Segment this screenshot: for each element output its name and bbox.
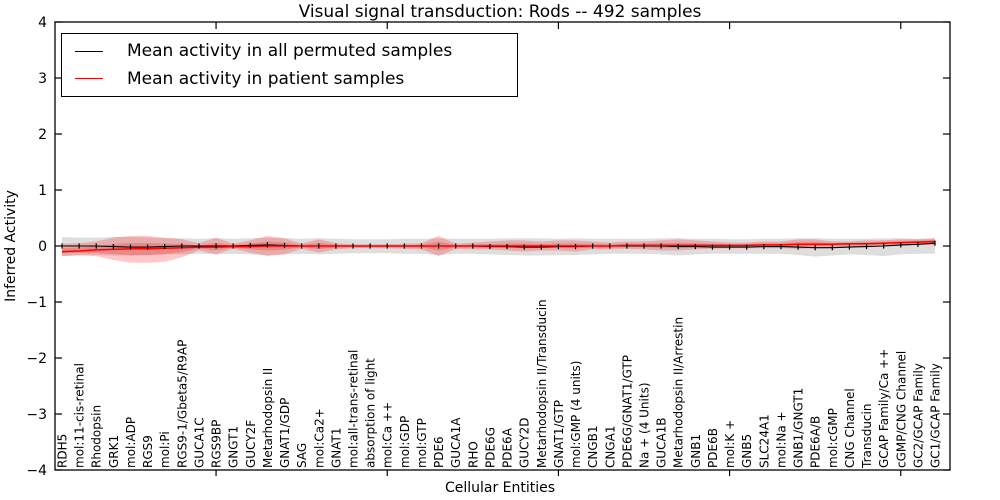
x-category-label: GC2/GCAP Family — [911, 363, 925, 468]
y-tick-label: −4 — [26, 463, 47, 479]
x-category-label: absorption of light — [364, 358, 378, 468]
x-category-label: Metarhodopsin II/Arrestin — [672, 317, 686, 468]
x-category-label: mol:ADP — [124, 417, 138, 468]
x-category-label: GNAT1/GTP — [552, 400, 566, 468]
y-tick-label: −3 — [26, 407, 47, 423]
x-category-label: SAG — [295, 443, 309, 468]
patient-band-outer — [62, 235, 935, 263]
x-category-label: GNB1 — [689, 434, 703, 468]
x-category-label: GNGT1 — [227, 426, 241, 468]
patient-line-swatch — [75, 78, 103, 80]
x-category-label: CNGB1 — [586, 425, 600, 468]
x-category-label: Metarhodopsin II/Transducin — [535, 299, 549, 468]
x-category-label: RGS9BP — [210, 420, 224, 468]
x-category-label: PDE6B — [706, 428, 720, 468]
x-category-label: mol:11-cis-retinal — [73, 363, 87, 468]
x-category-label: mol:cGMP — [826, 408, 840, 468]
x-category-label: PDE6G — [483, 427, 497, 468]
x-category-label: CNGA1 — [603, 426, 617, 469]
x-category-label: mol:all-trans-retinal — [347, 350, 361, 468]
x-category-label: GUCA1B — [655, 417, 669, 468]
x-category-label: RGS9-1/Gbeta5/R9AP — [175, 340, 189, 468]
x-category-label: GUCA1A — [449, 417, 463, 468]
x-category-label: GUCY2F — [244, 420, 258, 468]
x-category-label: mol:Pi — [158, 431, 172, 468]
legend-label: Mean activity in patient samples — [127, 68, 405, 89]
x-category-label: mol:Ca ++ — [381, 402, 395, 468]
x-category-label: Na + (4 Units) — [638, 382, 652, 468]
x-category-label: mol:Na + — [774, 411, 788, 468]
x-category-label: Rhodopsin — [90, 405, 104, 468]
x-category-label: mol:K + — [723, 420, 737, 468]
patient-band-inner — [62, 240, 935, 256]
x-category-label: SLC24A1 — [757, 414, 771, 468]
x-category-label: GNB1/GNGT1 — [792, 388, 806, 468]
y-tick-label: 2 — [38, 127, 47, 143]
x-category-label: CNG Channel — [843, 388, 857, 468]
x-category-label: GNB5 — [740, 434, 754, 468]
x-category-label: cGMP/CNG Channel — [894, 351, 908, 468]
x-axis-label: Cellular Entities — [445, 480, 555, 496]
x-category-label: GRK1 — [107, 435, 121, 468]
patient-mean-line — [61, 240, 936, 253]
x-category-label: Transducin — [860, 404, 874, 469]
x-category-label: GC1/GCAP Family — [929, 363, 943, 468]
x-category-label: GNAT1/GDP — [278, 398, 292, 468]
x-category-label: PDE6 — [432, 436, 446, 468]
legend-item-permuted: Mean activity in all permuted samples — [62, 41, 517, 61]
x-category-label: PDE6A/B — [809, 416, 823, 468]
chart-title: Visual signal transduction: Rods -- 492 … — [299, 2, 702, 22]
x-category-label: mol:GTP — [415, 418, 429, 468]
y-tick-label: 0 — [38, 239, 47, 255]
y-tick-label: 4 — [38, 15, 47, 31]
y-tick-labels: 4 3 2 1 0 −1 −2 −3 −4 — [26, 15, 47, 479]
y-tick-label: −2 — [26, 351, 47, 367]
x-category-label: RGS9 — [141, 435, 155, 468]
y-tick-label: 1 — [38, 183, 47, 199]
y-tick-label: −1 — [26, 295, 47, 311]
x-category-label: mol:GDP — [398, 416, 412, 468]
legend-item-patient: Mean activity in patient samples — [62, 69, 517, 89]
confidence-bands — [62, 235, 935, 263]
x-category-label: GUCY2D — [518, 418, 532, 468]
x-category-label: RDH5 — [56, 434, 70, 468]
legend: Mean activity in all permuted samples Me… — [61, 33, 518, 97]
x-category-label: Metarhodopsin II — [261, 368, 275, 468]
y-tick-label: 3 — [38, 71, 47, 87]
x-category-label: PDE6A — [501, 427, 515, 468]
y-axis-label: Inferred Activity — [3, 190, 19, 302]
x-category-label: mol:Ca2+ — [312, 408, 326, 468]
x-category-label: GNAT1 — [329, 427, 343, 468]
x-category-label: PDE6G/GNAT1/GTP — [620, 355, 634, 468]
x-category-label: GCAP Family/Ca ++ — [877, 349, 891, 468]
axes-frame — [54, 21, 951, 476]
x-category-label: RHO — [466, 441, 480, 468]
legend-label: Mean activity in all permuted samples — [127, 41, 453, 62]
series-lines — [61, 240, 936, 253]
permuted-line-swatch — [75, 50, 103, 52]
x-category-label: GUCA1C — [192, 417, 206, 468]
x-category-label: mol:GMP (4 units) — [569, 361, 583, 468]
